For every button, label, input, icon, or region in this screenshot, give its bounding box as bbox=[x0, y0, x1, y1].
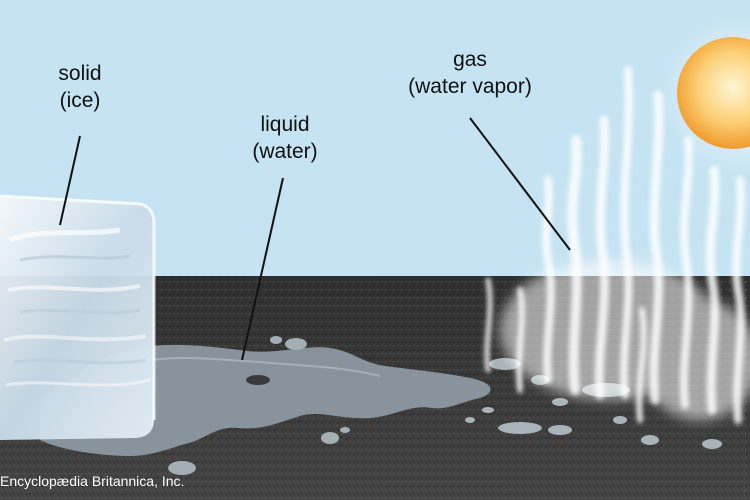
vapor-haze bbox=[500, 260, 750, 420]
solid-leader-line bbox=[59, 135, 81, 226]
solid-label-detail: (ice) bbox=[59, 89, 101, 112]
liquid-leader-line bbox=[241, 177, 284, 361]
liquid-label-detail: (water) bbox=[252, 140, 318, 163]
copyright-credit: Encyclopædia Britannica, Inc. bbox=[0, 473, 185, 489]
gas-leader-line bbox=[469, 117, 571, 251]
liquid-water-label: liquid (water) bbox=[225, 111, 345, 165]
liquid-label-name: liquid bbox=[260, 113, 310, 136]
gas-water-vapor-label: gas (water vapor) bbox=[360, 46, 580, 100]
gas-label-detail: (water vapor) bbox=[408, 75, 532, 98]
gas-label-name: gas bbox=[453, 48, 487, 71]
solid-ice-label: solid (ice) bbox=[25, 60, 135, 114]
solid-label-name: solid bbox=[58, 62, 102, 85]
ice-cube bbox=[0, 194, 156, 440]
sun-icon bbox=[660, 15, 750, 175]
